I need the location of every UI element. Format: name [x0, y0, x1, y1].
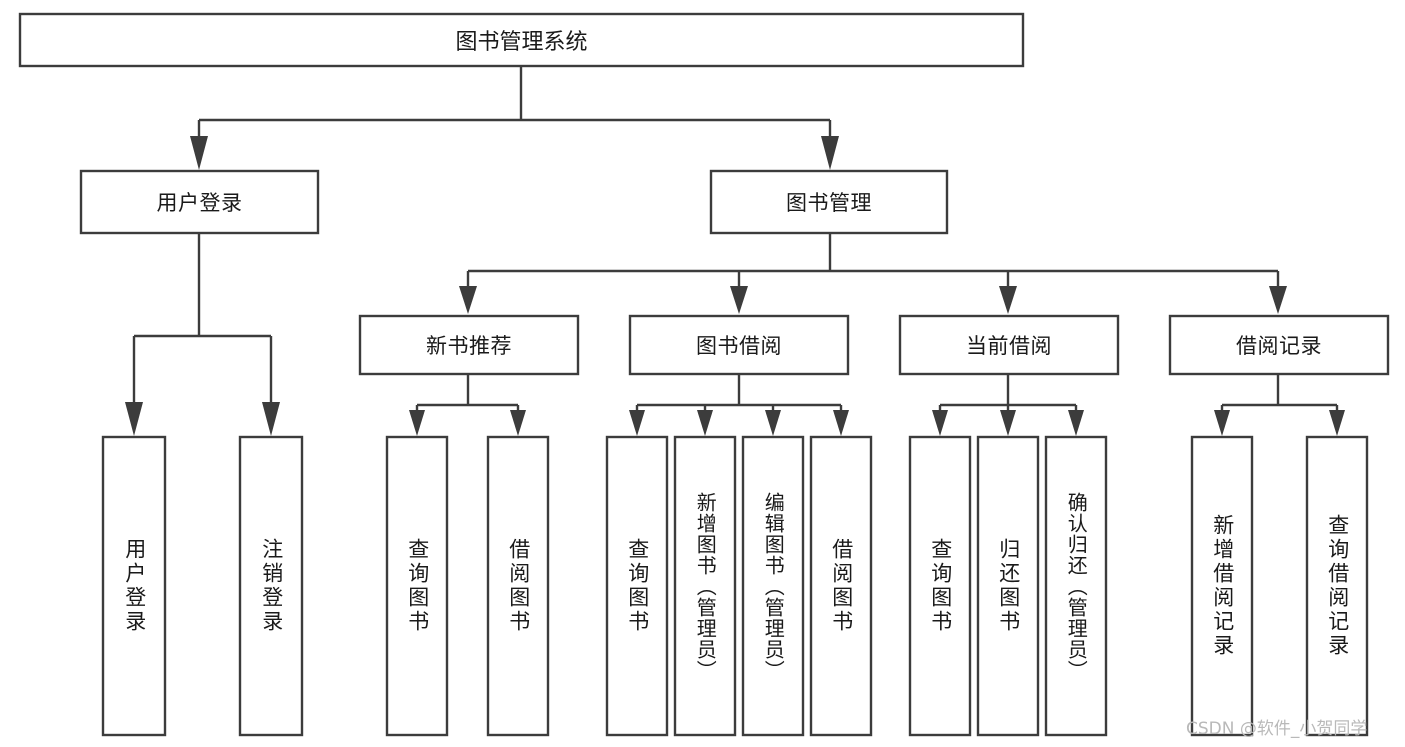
node-box-leaf-nbr-query-book[interactable] — [385, 435, 449, 737]
arrow-head-nbr-leaf-1 — [409, 410, 425, 436]
arrow-head-new-book-recommend — [459, 286, 477, 314]
arrow-head-bb-leaf-1 — [629, 410, 645, 436]
arrow-head-nbr-leaf-2 — [510, 410, 526, 436]
node-box-leaf-bb-add-book[interactable] — [673, 435, 737, 737]
node-box-leaf-logout[interactable] — [238, 435, 304, 737]
node-box-root[interactable] — [18, 12, 1025, 68]
arrow-head-borrow-record — [1269, 286, 1287, 314]
node-box-borrow-record[interactable] — [1168, 314, 1390, 376]
arrow-head-cb-leaf-2 — [1000, 410, 1016, 436]
arrow-head-leaf-user-login — [125, 402, 143, 436]
node-box-leaf-bb-edit-book[interactable] — [741, 435, 805, 737]
node-box-leaf-nbr-borrow-book[interactable] — [486, 435, 550, 737]
node-box-current-borrow[interactable] — [898, 314, 1120, 376]
node-box-leaf-cb-query-book[interactable] — [908, 435, 972, 737]
watermark-text: CSDN @软件_小贺同学 — [1186, 719, 1368, 739]
node-box-leaf-bb-borrow-book[interactable] — [809, 435, 873, 737]
node-box-leaf-cb-return-book[interactable] — [976, 435, 1040, 737]
node-box-leaf-br-add-record[interactable] — [1190, 435, 1254, 737]
arrow-head-bb-leaf-2 — [697, 410, 713, 436]
arrow-head-bb-leaf-4 — [833, 410, 849, 436]
arrow-head-br-leaf-1 — [1214, 410, 1230, 436]
arrow-head-cb-leaf-1 — [932, 410, 948, 436]
node-box-leaf-bb-query-book[interactable] — [605, 435, 669, 737]
arrow-head-br-leaf-2 — [1329, 410, 1345, 436]
node-box-leaf-user-login[interactable] — [101, 435, 167, 737]
arrow-head-book-borrow — [730, 286, 748, 314]
node-box-leaf-cb-confirm-return[interactable] — [1044, 435, 1108, 737]
arrow-head-user-login — [190, 136, 208, 170]
node-box-leaf-br-query-record[interactable] — [1305, 435, 1369, 737]
node-box-user-login[interactable] — [79, 169, 320, 235]
arrow-head-cb-leaf-3 — [1068, 410, 1084, 436]
arrow-head-leaf-logout — [262, 402, 280, 436]
arrow-head-bb-leaf-3 — [765, 410, 781, 436]
node-box-new-book-recommend[interactable] — [358, 314, 580, 376]
node-box-book-manage[interactable] — [709, 169, 949, 235]
arrow-head-book-manage — [821, 136, 839, 170]
node-box-book-borrow[interactable] — [628, 314, 850, 376]
arrow-head-current-borrow — [999, 286, 1017, 314]
